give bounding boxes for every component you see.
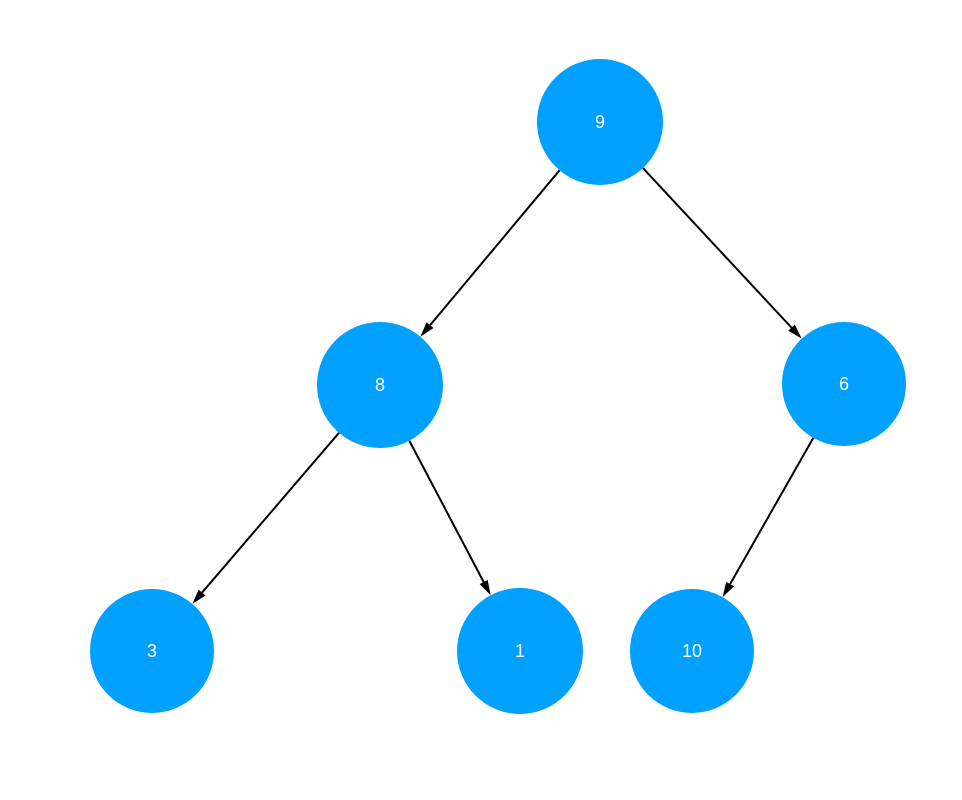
edges-layer [192, 167, 815, 604]
tree-edge [420, 169, 561, 337]
tree-node-label: 8 [375, 375, 385, 395]
tree-node-label: 1 [515, 641, 525, 661]
arrowhead-icon [192, 589, 206, 604]
tree-node[interactable]: 10 [630, 589, 754, 713]
arrowhead-icon [420, 322, 434, 337]
tree-edge [408, 440, 491, 596]
nodes-layer: 9 8 6 3 1 10 [90, 59, 906, 714]
tree-node-circle[interactable] [90, 589, 214, 713]
tree-node-label: 3 [147, 641, 157, 661]
tree-edge [192, 432, 340, 604]
tree-node[interactable]: 9 [537, 59, 663, 185]
tree-edge-line [728, 437, 815, 587]
tree-node[interactable]: 8 [317, 322, 443, 448]
tree-edge-line [200, 432, 340, 595]
arrowhead-icon [479, 579, 491, 596]
tree-edge [642, 167, 802, 339]
tree-node-circle[interactable] [630, 589, 754, 713]
arrowhead-icon [722, 581, 735, 598]
tree-node[interactable]: 3 [90, 589, 214, 713]
tree-node-label: 9 [595, 112, 605, 132]
tree-node[interactable]: 6 [782, 322, 906, 446]
tree-node[interactable]: 1 [457, 588, 583, 714]
tree-node-circle[interactable] [782, 322, 906, 446]
tree-node-circle[interactable] [317, 322, 443, 448]
tree-node-circle[interactable] [537, 59, 663, 185]
tree-edge-line [642, 167, 794, 330]
tree-node-circle[interactable] [457, 588, 583, 714]
tree-node-label: 10 [682, 641, 702, 661]
tree-edge-line [408, 440, 486, 585]
arrowhead-icon [788, 324, 802, 339]
tree-edge [722, 437, 815, 598]
tree-node-label: 6 [839, 374, 849, 394]
tree-edge-line [427, 169, 561, 328]
